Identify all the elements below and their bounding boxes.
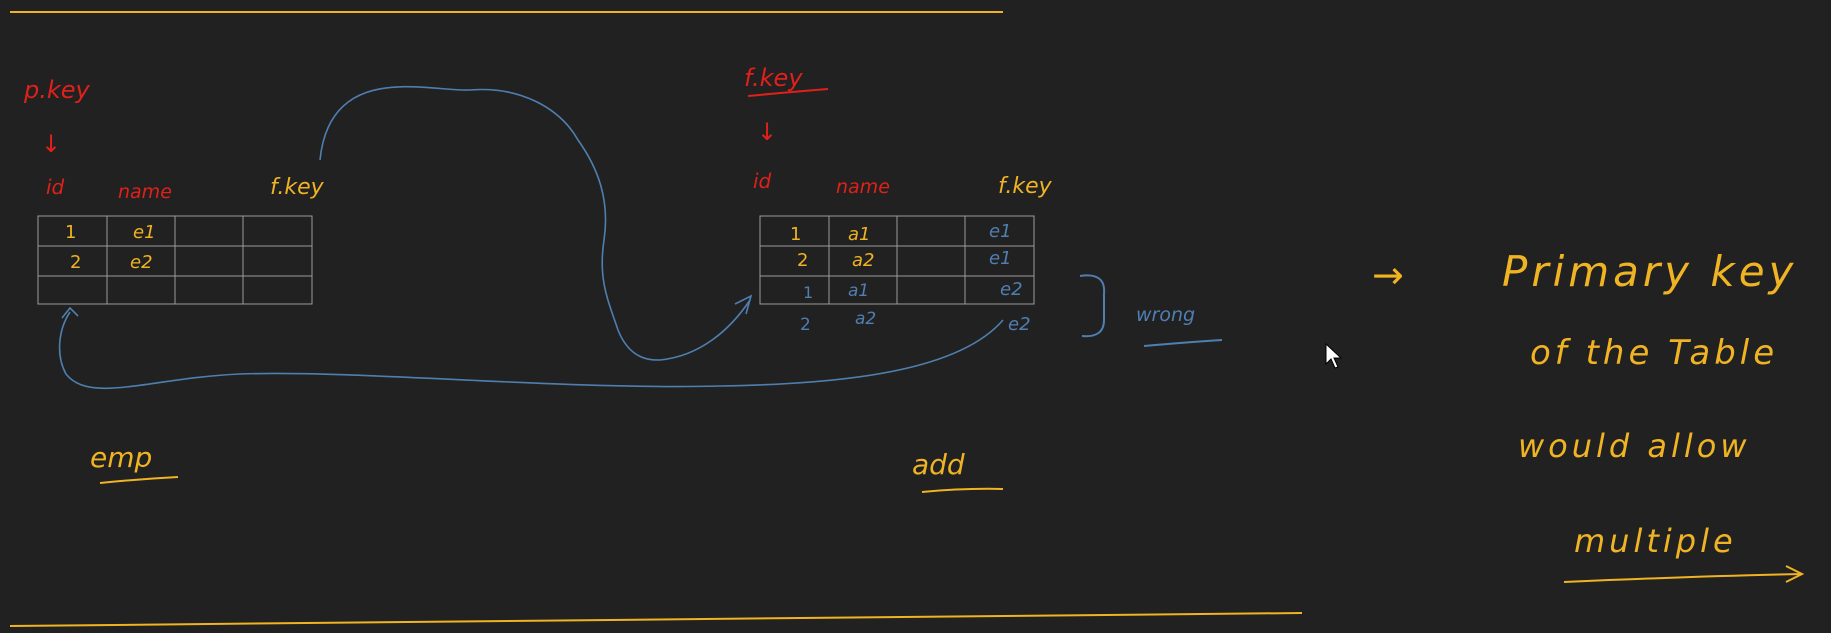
right-cell-r2-name: a2	[852, 250, 874, 271]
pointer-cursor-icon	[1325, 342, 1343, 369]
left-header-id: id	[46, 175, 65, 199]
caption-emp-underline	[99, 476, 179, 484]
right-header-id: id	[753, 169, 772, 193]
right-extra-row-name: a2	[855, 309, 876, 329]
connector-arrowhead-left	[61, 306, 79, 319]
right-header-fkey: f.key	[998, 174, 1053, 199]
wrong-label: wrong	[1136, 304, 1195, 326]
notes-underline-arrow	[1563, 565, 1805, 583]
right-cell-r1-id: 1	[790, 224, 801, 245]
left-table-grid	[37, 215, 313, 305]
right-cell-r3-id: 1	[803, 283, 813, 302]
caption-add: add	[912, 448, 965, 481]
caption-add-underline	[921, 487, 1004, 493]
right-cell-r3-name: a1	[848, 281, 869, 301]
right-table-group: f.key ↓ id name f.key 1 a1 e1 2 a2 e1 1 …	[744, 64, 1223, 493]
right-cell-r2-fkey: e1	[989, 248, 1012, 269]
wrong-underline	[1143, 339, 1223, 347]
connector-e2-to-left-table	[58, 311, 1004, 390]
notes-line-4: multiple	[1574, 522, 1737, 560]
connector-fkey-to-right-table	[319, 85, 751, 361]
left-cell-r1-id: 1	[65, 222, 76, 243]
right-extra-row-id: 2	[800, 315, 811, 335]
notes-line-3: would allow	[1518, 427, 1751, 465]
foreign-key-label: f.key	[744, 64, 803, 92]
left-header-fkey: f.key	[270, 175, 325, 200]
notes-line-2: of the Table	[1530, 333, 1778, 373]
down-arrow-left: ↓	[41, 130, 61, 158]
notes-line-1: Primary key	[1502, 247, 1797, 296]
right-cell-r1-name: a1	[848, 224, 870, 245]
primary-key-label: p.key	[23, 76, 91, 104]
connector-arrowhead-right	[734, 294, 753, 315]
caption-emp: emp	[90, 441, 152, 474]
down-arrow-right: ↓	[757, 118, 777, 146]
left-header-name: name	[118, 181, 172, 203]
left-cell-r2-name: e2	[130, 252, 153, 273]
right-cell-r2-id: 2	[797, 250, 808, 271]
left-cell-r2-id: 2	[70, 252, 81, 273]
foreign-key-underline	[747, 88, 829, 97]
left-cell-r1-name: e1	[133, 222, 156, 243]
bottom-divider-line	[9, 612, 1303, 627]
notes-group: → Primary key of the Table would allow m…	[1372, 247, 1805, 583]
right-table-grid	[759, 215, 1035, 305]
right-extra-row-fkey: e2	[1008, 314, 1031, 335]
right-cell-r1-fkey: e1	[989, 221, 1012, 242]
right-cell-r3-fkey: e2	[1000, 279, 1023, 300]
wrong-bracket	[1079, 274, 1106, 338]
right-header-name: name	[836, 176, 890, 198]
left-table-group: p.key ↓ id name f.key 1 e1 2 e2 emp	[23, 76, 325, 484]
notes-arrow: →	[1372, 253, 1404, 297]
